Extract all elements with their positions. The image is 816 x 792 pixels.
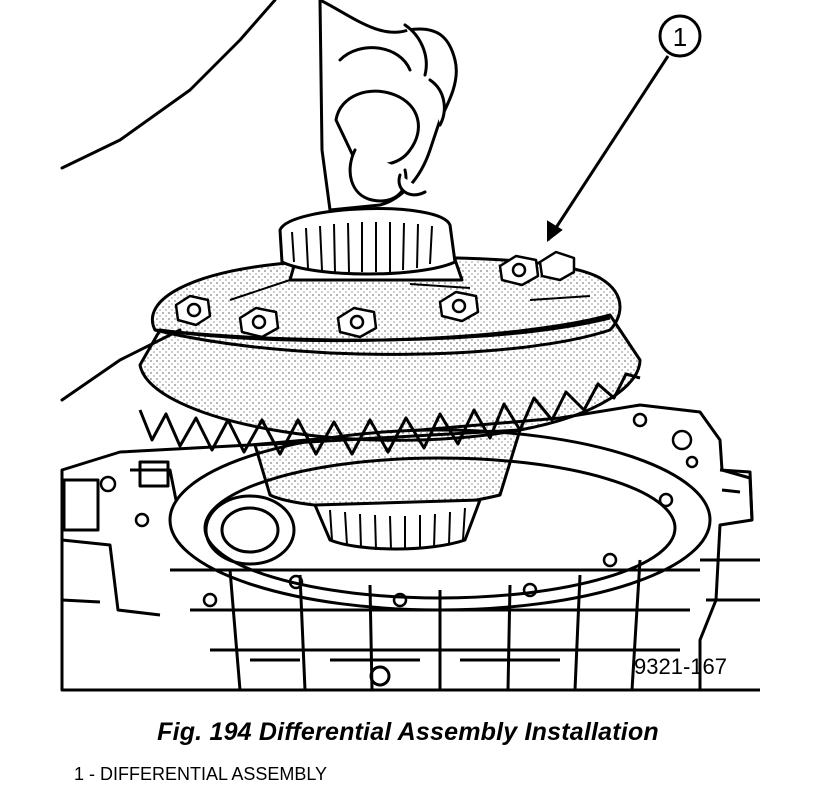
- differential-illustration: 1 9321-167: [60, 0, 760, 692]
- callout-number: 1: [673, 22, 687, 52]
- figure-code: 9321-167: [634, 654, 727, 679]
- callout-1: 1: [546, 14, 702, 243]
- legend-item: 1 - DIFFERENTIAL ASSEMBLY: [74, 764, 328, 784]
- figure-caption: Fig. 194 Differential Assembly Installat…: [157, 718, 659, 746]
- differential-assembly: [138, 207, 642, 551]
- line-drawing: 1 9321-167: [60, 0, 760, 692]
- hand-holding-assembly: [60, 0, 458, 402]
